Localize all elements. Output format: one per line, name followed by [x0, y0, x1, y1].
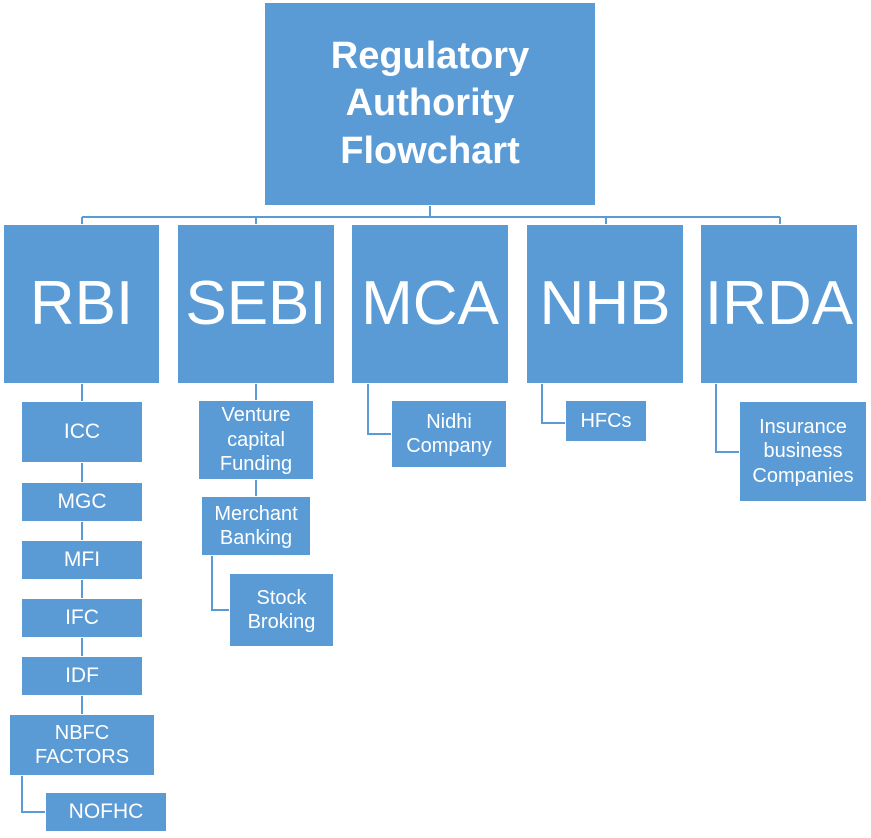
entity-box: NOFHC	[45, 792, 167, 832]
entity-box: IFC	[21, 598, 143, 638]
entity-label: NOFHC	[68, 800, 144, 824]
authority-nhb: NHB	[526, 224, 684, 384]
entity-label: IDF	[65, 664, 99, 688]
entity-label: NBFC FACTORS	[34, 721, 130, 768]
entity-label: MFI	[63, 548, 101, 572]
entity-label: Merchant Banking	[214, 502, 298, 549]
entity-label: Insurance business Companies	[752, 415, 854, 487]
authority-sebi: SEBI	[177, 224, 335, 384]
entity-label: MGC	[57, 490, 107, 514]
entity-label: Nidhi Company	[406, 410, 492, 457]
authority-mca: MCA	[351, 224, 509, 384]
page-title: Regulatory Authority Flowchart	[264, 2, 596, 206]
authority-label: IRDA	[704, 269, 854, 339]
entity-label: Stock Broking	[247, 586, 316, 633]
authority-label: NHB	[539, 269, 671, 339]
authority-irda: IRDA	[700, 224, 858, 384]
entity-box: Venture capital Funding	[198, 400, 314, 480]
entity-box: Nidhi Company	[391, 400, 507, 468]
entity-box: Stock Broking	[229, 573, 334, 647]
entity-box: ICC	[21, 401, 143, 463]
entity-label: IFC	[65, 606, 99, 630]
entity-label: Venture capital Funding	[219, 404, 293, 476]
entity-box: Merchant Banking	[201, 496, 311, 556]
title-text: Regulatory Authority Flowchart	[330, 34, 530, 172]
entity-box: HFCs	[565, 400, 647, 442]
entity-box: IDF	[21, 656, 143, 696]
entity-box: MGC	[21, 482, 143, 522]
authority-rbi: RBI	[3, 224, 160, 384]
entity-label: HFCs	[580, 409, 632, 432]
entity-label: ICC	[63, 420, 101, 444]
entity-box: Insurance business Companies	[739, 401, 867, 502]
entity-box: MFI	[21, 540, 143, 580]
authority-label: SEBI	[185, 269, 327, 339]
authority-label: MCA	[361, 269, 499, 339]
authority-label: RBI	[29, 269, 134, 339]
entity-box: NBFC FACTORS	[9, 714, 155, 776]
